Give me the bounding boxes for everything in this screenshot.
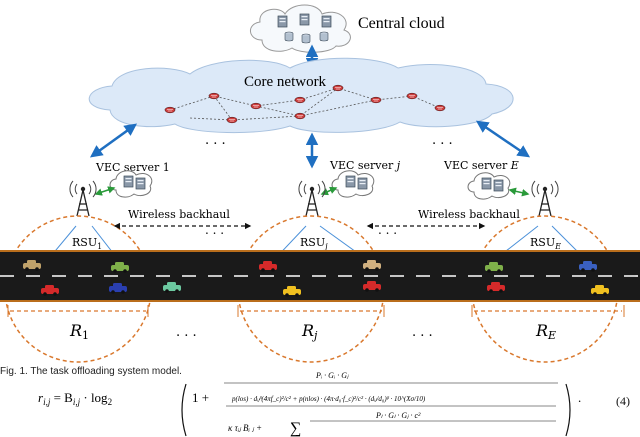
range-r1-label: R1 xyxy=(69,321,89,342)
ellipsis-right-bottom: . . . xyxy=(412,325,433,340)
link-rsue-vece xyxy=(508,187,530,197)
central-cloud-label: Central cloud xyxy=(358,15,445,32)
backhaul-right-label: Wireless backhaul xyxy=(418,208,520,221)
vec-server-e-cloud xyxy=(467,172,511,200)
equation-den-bottom-left: κ τᵢⱼ Bᵢ ⱼ + xyxy=(228,423,262,433)
core-vece-arrow xyxy=(475,120,531,158)
range-re-label: RE xyxy=(535,321,556,342)
road xyxy=(0,250,640,302)
range-rj-label: Rj xyxy=(301,321,318,342)
equation: ri,j = Bi,j · log2 1 + Pᵢ · Gᵢ · Gⱼ p(lo… xyxy=(38,371,581,437)
ellipsis-left-bottom: . . . xyxy=(176,325,197,340)
equation-den-bottom-right: Pₗ · Gₗ · Gⱼ · c² xyxy=(375,411,421,420)
equation-one-plus: 1 + xyxy=(192,390,209,405)
vec-server-j-label: VEC server j xyxy=(329,159,401,172)
rsu-j-label: RSUj xyxy=(300,236,328,251)
figure-caption: Fig. 1. The task offloading system model… xyxy=(0,366,182,377)
vec-server-1-label: VEC server 1 xyxy=(95,161,170,174)
ellipsis-right-top: . . . xyxy=(432,133,453,148)
equation-number: (4) xyxy=(616,394,630,408)
core-network-cloud: Core network xyxy=(88,57,514,134)
rsu-1-tower-icon xyxy=(69,180,97,217)
equation-lhs: ri,j = Bi,j · log2 xyxy=(38,390,112,407)
rsu-e-label: RSUE xyxy=(530,236,561,251)
rsu-j-tower-icon xyxy=(298,180,326,217)
link-rsu1-vec1 xyxy=(94,186,116,196)
ellipsis-backhaul-left: . . . xyxy=(205,223,224,237)
equation-den-top: p(los) · dᵢⱼᵝ(4πf_c)²/c² + p(nlos) · (4π… xyxy=(231,395,426,403)
equation-numerator: Pᵢ · Gᵢ · Gⱼ xyxy=(315,371,349,380)
ellipsis-backhaul-right: . . . xyxy=(378,223,397,237)
ellipsis-left-top: . . . xyxy=(205,133,226,148)
core-network-label: Core network xyxy=(244,74,327,90)
core-vec1-arrow xyxy=(89,123,138,158)
rsu-1-label: RSU1 xyxy=(72,236,102,251)
central-cloud: Central cloud xyxy=(250,4,445,53)
vec-server-j-cloud xyxy=(331,170,375,198)
equation-sum: ∑ xyxy=(290,420,301,437)
svg-text:.: . xyxy=(578,390,581,405)
vec-server-e-label: VEC server E xyxy=(443,159,519,172)
backhaul-left-label: Wireless backhaul xyxy=(128,208,230,221)
rsu-e-tower-icon xyxy=(531,180,559,217)
vec-server-1-cloud xyxy=(109,170,153,198)
